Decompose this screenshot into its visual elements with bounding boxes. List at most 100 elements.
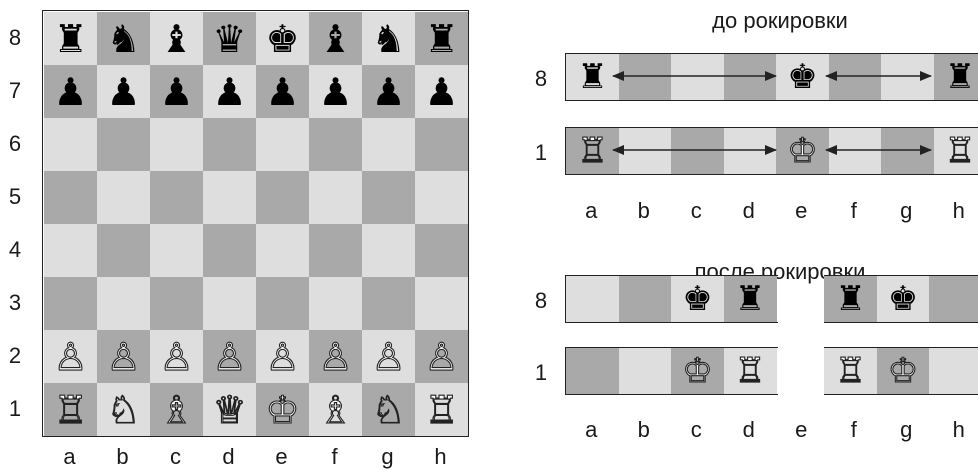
chess-piece: ♝ — [159, 16, 194, 61]
after-square-8-d: ♜ — [723, 276, 777, 322]
square-h8: ♜ — [415, 12, 468, 65]
chess-piece: ♗ — [159, 387, 194, 432]
after-square-1-b — [618, 348, 672, 394]
square-e1: ♔ — [256, 383, 309, 436]
square-c8: ♝ — [150, 12, 203, 65]
square-b6 — [97, 118, 150, 171]
square-c3 — [150, 277, 203, 330]
square-g1: ♘ — [362, 383, 415, 436]
square-a3 — [44, 277, 97, 330]
square-f8: ♝ — [309, 12, 362, 65]
square-g2: ♙ — [362, 330, 415, 383]
chess-piece: ♚ — [265, 16, 300, 61]
square-b2: ♙ — [97, 330, 150, 383]
chess-piece: ♟ — [53, 69, 88, 114]
square-a8: ♜ — [44, 12, 97, 65]
after-rank-8-label: 8 — [534, 288, 548, 313]
after-square-8-b — [618, 276, 672, 322]
square-b1: ♘ — [97, 383, 150, 436]
square-h4 — [415, 224, 468, 277]
square-d1: ♕ — [203, 383, 256, 436]
after-kingside-rank-1-strip: ♖♔ — [824, 347, 978, 395]
chess-piece: ♘ — [371, 387, 406, 432]
before-square-8-h: ♜ — [933, 54, 978, 100]
square-h6 — [415, 118, 468, 171]
square-a2: ♙ — [44, 330, 97, 383]
before-file-label-c: c — [690, 198, 702, 223]
before-square-1-h: ♖ — [933, 128, 978, 174]
before-file-label-b: b — [637, 198, 650, 223]
rank-label-8: 8 — [8, 25, 22, 50]
square-f3 — [309, 277, 362, 330]
chess-piece: ♞ — [371, 16, 406, 61]
chess-piece: ♖ — [944, 131, 976, 171]
after-square-1-c: ♔ — [671, 348, 724, 394]
after-square-1-f: ♖ — [824, 348, 877, 394]
square-a6 — [44, 118, 97, 171]
square-e3 — [256, 277, 309, 330]
after-file-label-g: g — [900, 417, 913, 442]
square-f1: ♗ — [309, 383, 362, 436]
before-rank-8-label: 8 — [534, 66, 548, 91]
square-e8: ♚ — [256, 12, 309, 65]
square-h3 — [415, 277, 468, 330]
rank-label-7: 7 — [8, 78, 22, 103]
file-label-d: d — [222, 444, 235, 469]
chess-piece: ♖ — [577, 131, 609, 171]
square-f4 — [309, 224, 362, 277]
before-file-label-f: f — [850, 198, 857, 223]
after-file-label-a: a — [585, 417, 598, 442]
square-g4 — [362, 224, 415, 277]
chess-piece: ♟ — [212, 69, 247, 114]
chess-piece: ♚ — [682, 279, 713, 319]
after-file-label-b: b — [637, 417, 650, 442]
chess-piece: ♟ — [318, 69, 353, 114]
chess-piece: ♙ — [371, 334, 406, 379]
square-c5 — [150, 171, 203, 224]
after-file-label-d: d — [742, 417, 755, 442]
chess-piece: ♟ — [265, 69, 300, 114]
chess-piece: ♛ — [212, 16, 247, 61]
square-g7: ♟ — [362, 65, 415, 118]
after-square-8-h — [929, 276, 978, 322]
after-rank-1-label: 1 — [534, 360, 548, 385]
chess-piece: ♙ — [106, 334, 141, 379]
after-square-8-f: ♜ — [824, 276, 877, 322]
square-a7: ♟ — [44, 65, 97, 118]
square-c4 — [150, 224, 203, 277]
chess-piece: ♟ — [106, 69, 141, 114]
file-label-g: g — [381, 444, 394, 469]
square-d8: ♛ — [203, 12, 256, 65]
chess-piece: ♜ — [53, 16, 88, 61]
square-e2: ♙ — [256, 330, 309, 383]
after-file-label-f: f — [850, 417, 857, 442]
after-square-1-h — [929, 348, 978, 394]
after-file-label-h: h — [952, 417, 965, 442]
after-square-1-d: ♖ — [723, 348, 777, 394]
file-label-b: b — [116, 444, 129, 469]
chess-piece: ♕ — [212, 387, 247, 432]
after-queenside-rank-1-strip: ♔♖ — [565, 347, 778, 395]
main-chessboard: ♜♞♝♛♚♝♞♜♟♟♟♟♟♟♟♟♙♙♙♙♙♙♙♙♖♘♗♕♔♗♘♖ — [42, 10, 469, 437]
after-square-8-g: ♚ — [876, 276, 930, 322]
square-d2: ♙ — [203, 330, 256, 383]
rank-label-4: 4 — [8, 237, 22, 262]
chess-piece: ♘ — [106, 387, 141, 432]
before-square-8-e: ♚ — [776, 54, 829, 100]
file-label-f: f — [331, 444, 338, 469]
square-c6 — [150, 118, 203, 171]
chess-piece: ♚ — [787, 57, 818, 97]
square-e7: ♟ — [256, 65, 309, 118]
chess-piece: ♜ — [944, 57, 976, 97]
chess-piece: ♜ — [835, 279, 866, 319]
before-rank-1-label: 1 — [534, 140, 548, 165]
after-file-label-e: e — [795, 417, 808, 442]
before-castling-title: до рокировки — [712, 8, 848, 33]
square-e5 — [256, 171, 309, 224]
rank-label-5: 5 — [8, 184, 22, 209]
chess-piece: ♟ — [371, 69, 406, 114]
square-f2: ♙ — [309, 330, 362, 383]
square-d7: ♟ — [203, 65, 256, 118]
square-b5 — [97, 171, 150, 224]
